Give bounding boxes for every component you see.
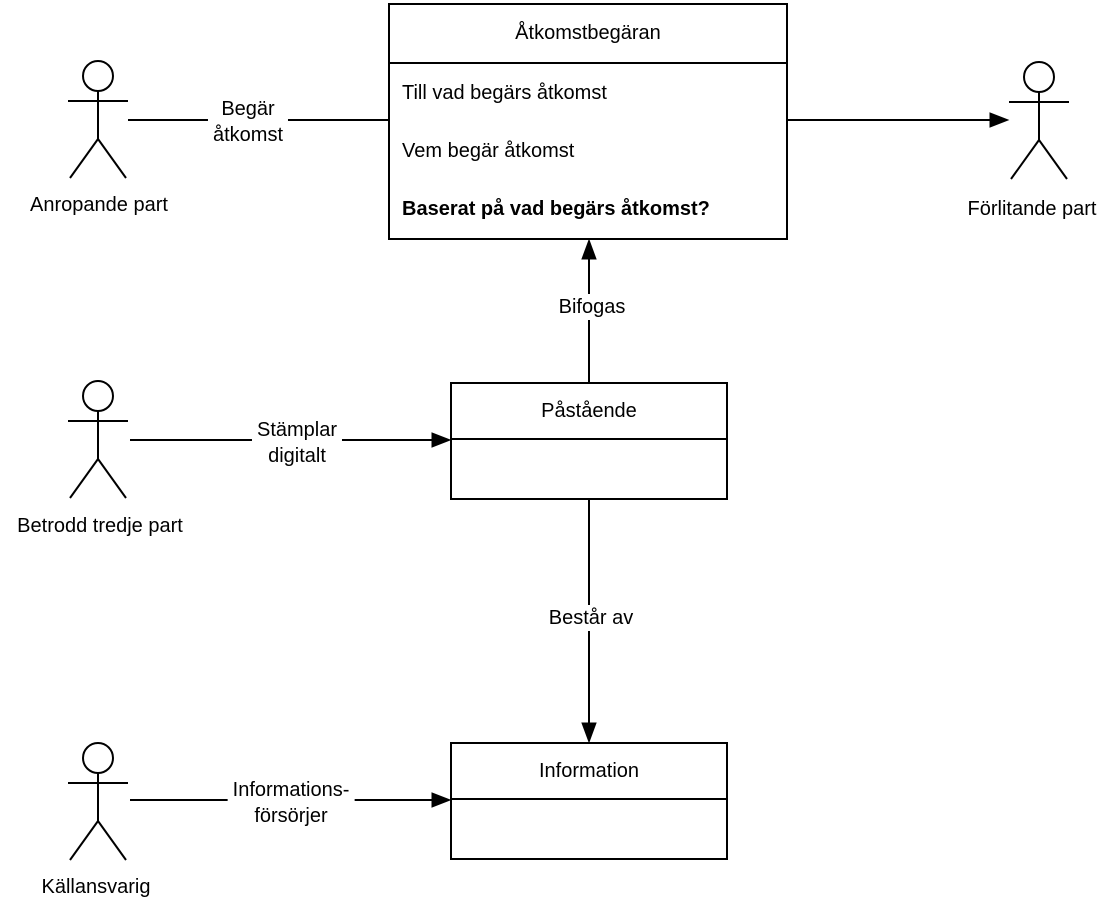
arrowhead-bestar-av xyxy=(581,722,597,744)
atkomstbegaran-box: Åtkomstbegäran Till vad begärs åtkomst V… xyxy=(388,3,788,240)
actor-right-leg xyxy=(97,820,127,861)
actor-right-leg xyxy=(97,458,127,499)
label-anropande-part: Anropande part xyxy=(30,194,168,216)
actor-left-leg xyxy=(69,458,99,499)
arrowhead-bifogas xyxy=(581,238,597,260)
actor-anropande-part-figure xyxy=(68,60,128,179)
edge-label-begar-atkomst: Begär åtkomst xyxy=(207,96,289,148)
actor-head xyxy=(82,380,114,412)
label-betrodd-tredje-part: Betrodd tredje part xyxy=(17,515,183,537)
actor-right-leg xyxy=(1038,139,1068,180)
attribute-row: Vem begär åtkomst xyxy=(402,139,575,162)
actor-left-leg xyxy=(69,820,99,861)
actor-kallansvarig-figure xyxy=(68,742,128,861)
edge-label-bestar-av: Består av xyxy=(543,605,639,631)
actor-forlitande-part-figure xyxy=(1009,61,1069,180)
actor-head xyxy=(1023,61,1055,93)
edge-label-informationsforsorjer: Informations- försörjer xyxy=(227,777,355,829)
pastaende-box-title: Påstående xyxy=(452,384,726,440)
edge-label-bifogas: Bifogas xyxy=(553,294,631,320)
actor-head xyxy=(82,742,114,774)
attribute-row: Till vad begärs åtkomst xyxy=(402,81,607,104)
label-forlitande-part: Förlitande part xyxy=(967,198,1097,220)
atkomstbegaran-box-title: Åtkomstbegäran xyxy=(390,5,786,64)
actor-betrodd-tredje-part-figure xyxy=(68,380,128,499)
actor-right-leg xyxy=(97,138,127,179)
actor-left-leg xyxy=(1010,139,1040,180)
information-box: Information xyxy=(450,742,728,860)
arrowhead-informationsforsorjer xyxy=(431,792,452,808)
pastaende-box: Påstående xyxy=(450,382,728,500)
information-box-title: Information xyxy=(452,744,726,800)
edge-label-stamplar-digitalt: Stämplar digitalt xyxy=(251,417,343,469)
actor-left-leg xyxy=(69,138,99,179)
attribute-row: Baserat på vad begärs åtkomst? xyxy=(402,197,710,220)
label-kallansvarig: Källansvarig xyxy=(41,876,151,898)
actor-head xyxy=(82,60,114,92)
arrowhead-till-forlitande xyxy=(989,112,1010,128)
arrowhead-stamplar-digitalt xyxy=(431,432,452,448)
atkomstbegaran-box-rows: Till vad begärs åtkomst Vem begär åtkoms… xyxy=(390,64,786,238)
